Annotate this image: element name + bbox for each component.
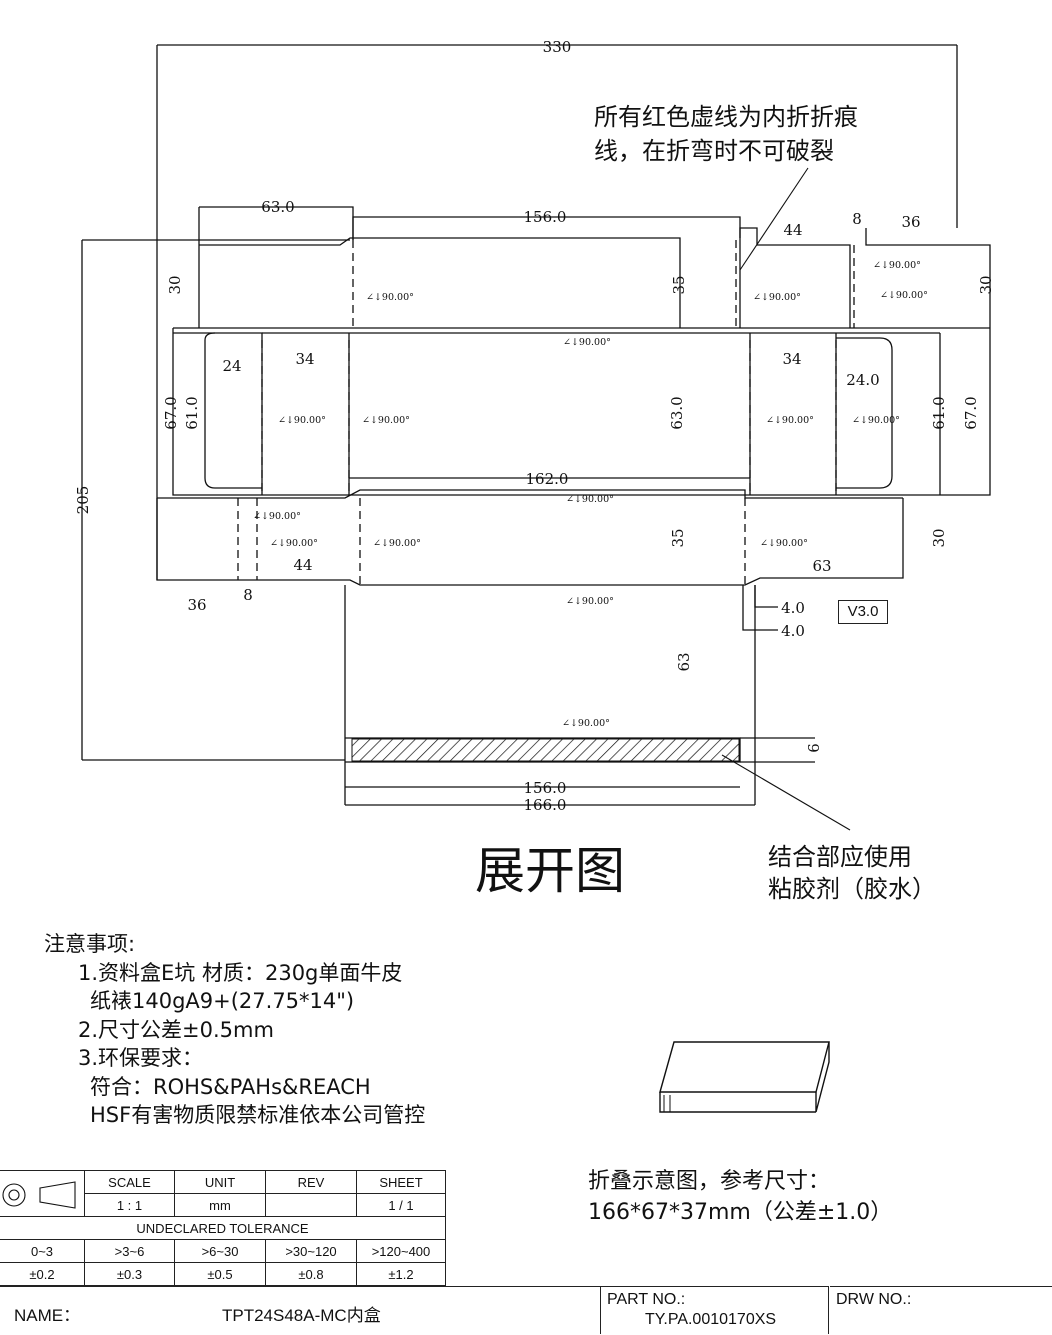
dim-tab-4b: 4.0 <box>781 622 805 640</box>
title-block-table: SCALE UNIT REV SHEET 1 : 1 mm 1 / 1 UNDE… <box>0 1170 446 1286</box>
dim-lower-63: 63 <box>812 557 831 575</box>
dim-tab-4a: 4.0 <box>781 599 805 617</box>
angle-marker: ∠↓90.00° <box>566 596 614 607</box>
dim-left-67: 67.0 <box>162 396 180 429</box>
name-label: NAME： <box>14 1306 81 1325</box>
fold-note-line1: 所有红色虚线为内折折痕 <box>594 103 858 131</box>
dim-lower-36: 36 <box>187 596 206 614</box>
dim-lower-8: 8 <box>243 586 253 604</box>
angle-marker: ∠↓90.00° <box>753 292 801 303</box>
unit-value: mm <box>174 1193 266 1217</box>
dim-mid-35-top: 35 <box>670 275 688 294</box>
dim-top-right-8: 8 <box>852 210 862 228</box>
dim-left-34: 34 <box>295 350 314 368</box>
dim-bottom-166: 166.0 <box>524 796 567 814</box>
angle-marker: ∠↓90.00° <box>760 538 808 549</box>
name-cell: NAME： TPT24S48A-MC内盒 <box>0 1286 601 1334</box>
fold-reference-line1: 折叠示意图，参考尺寸： <box>588 1169 831 1194</box>
dim-right-30: 30 <box>977 275 995 294</box>
dim-lower-44: 44 <box>293 556 312 574</box>
tolerance-cell: ±0.2 <box>0 1262 85 1286</box>
sheet-header: SHEET <box>356 1170 446 1194</box>
part-no-cell: PART NO.: TY.PA.0010170XS <box>601 1286 829 1334</box>
dim-top-left-flap: 63.0 <box>261 198 294 216</box>
angle-marker: ∠↓90.00° <box>270 538 318 549</box>
notes-section: 注意事项: 1.资料盒E坑 材质：230g单面牛皮 纸裱140gA9+(27.7… <box>44 930 425 1130</box>
folded-box-illustration <box>659 1041 830 1113</box>
dim-top-right-44: 44 <box>783 221 802 239</box>
dim-top-center: 156.0 <box>524 208 567 226</box>
dim-center-63: 63.0 <box>668 396 686 429</box>
title-footer: NAME： TPT24S48A-MC内盒 PART NO.: TY.PA.001… <box>0 1286 1052 1335</box>
angle-marker: ∠↓90.00° <box>566 494 614 505</box>
dim-right-67: 67.0 <box>962 396 980 429</box>
range-cell: >6~30 <box>174 1239 266 1263</box>
tolerance-cell: ±0.8 <box>265 1262 357 1286</box>
dim-left-24: 24 <box>222 357 241 375</box>
angle-marker: ∠↓90.00° <box>253 511 301 522</box>
angle-marker: ∠↓90.00° <box>873 260 921 271</box>
tolerance-cell: ±0.5 <box>174 1262 266 1286</box>
angle-marker: ∠↓90.00° <box>766 415 814 426</box>
dim-bottom-63: 63 <box>675 652 693 671</box>
angle-marker: ∠↓90.00° <box>852 415 900 426</box>
dim-bottom-156: 156.0 <box>524 779 567 797</box>
rev-header: REV <box>265 1170 357 1194</box>
dim-bottom-9: 9 <box>804 743 822 753</box>
range-cell: >30~120 <box>265 1239 357 1263</box>
range-cell: >3~6 <box>84 1239 175 1263</box>
sheet-value: 1 / 1 <box>356 1193 446 1217</box>
angle-marker: ∠↓90.00° <box>362 415 410 426</box>
dim-left-61: 61.0 <box>183 396 201 429</box>
dim-total-width: 330 <box>543 38 572 56</box>
range-cell: 0~3 <box>0 1239 85 1263</box>
note-line: 2.尺寸公差±0.5mm <box>78 1017 274 1042</box>
dim-lower-right-30: 30 <box>930 528 948 547</box>
part-no-label: PART NO.: <box>607 1291 686 1308</box>
fold-reference-line2: 166*67*37mm（公差±1.0） <box>588 1200 893 1225</box>
dim-left-30: 30 <box>166 275 184 294</box>
note-line: 3.环保要求： <box>78 1046 204 1070</box>
glue-strip <box>351 738 740 762</box>
dim-right-24: 24.0 <box>846 371 879 389</box>
angle-marker: ∠↓90.00° <box>563 337 611 348</box>
note-line: 符合：ROHS&PAHs&REACH <box>90 1074 371 1099</box>
version-badge: V3.0 <box>838 600 888 624</box>
fold-note-line2: 线，在折弯时不可破裂 <box>594 137 834 165</box>
note-line: 纸裱140gA9+(27.75*14") <box>90 989 355 1013</box>
angle-marker: ∠↓90.00° <box>373 538 421 549</box>
drawing-title: 展开图 <box>475 842 625 900</box>
dim-right-34: 34 <box>782 350 801 368</box>
symbol-cell <box>0 1170 85 1217</box>
fold-reference: 折叠示意图，参考尺寸： 166*67*37mm（公差±1.0） <box>588 1166 892 1228</box>
angle-marker: ∠↓90.00° <box>278 415 326 426</box>
dim-total-height: 205 <box>74 486 92 515</box>
note-line: HSF有害物质限禁标准依本公司管控 <box>90 1103 426 1127</box>
scale-value: 1 : 1 <box>84 1193 175 1217</box>
scale-header: SCALE <box>84 1170 175 1194</box>
note-line: 1.资料盒E坑 材质：230g单面牛皮 <box>78 960 403 985</box>
tolerance-cell: ±0.3 <box>84 1262 175 1286</box>
name-value: TPT24S48A-MC内盒 <box>222 1306 381 1325</box>
tolerance-cell: ±1.2 <box>356 1262 446 1286</box>
dim-center-162: 162.0 <box>526 470 569 488</box>
part-no-value: TY.PA.0010170XS <box>645 1311 777 1328</box>
dim-top-right-36: 36 <box>901 213 920 231</box>
glue-note-line2: 粘胶剂（胶水） <box>768 875 936 903</box>
dim-lower-35: 35 <box>669 528 687 547</box>
tolerance-title: UNDECLARED TOLERANCE <box>0 1216 446 1240</box>
unit-header: UNIT <box>174 1170 266 1194</box>
angle-marker: ∠↓90.00° <box>562 718 610 729</box>
glue-note-line1: 结合部应使用 <box>768 843 912 871</box>
notes-heading: 注意事项: <box>44 932 136 956</box>
rev-value <box>265 1193 357 1217</box>
drw-no-cell: DRW NO.: <box>830 1286 1052 1334</box>
angle-marker: ∠↓90.00° <box>366 292 414 303</box>
dim-right-61: 61.0 <box>930 396 948 429</box>
angle-marker: ∠↓90.00° <box>880 290 928 301</box>
range-cell: >120~400 <box>356 1239 446 1263</box>
drw-no-label: DRW NO.: <box>836 1291 912 1308</box>
